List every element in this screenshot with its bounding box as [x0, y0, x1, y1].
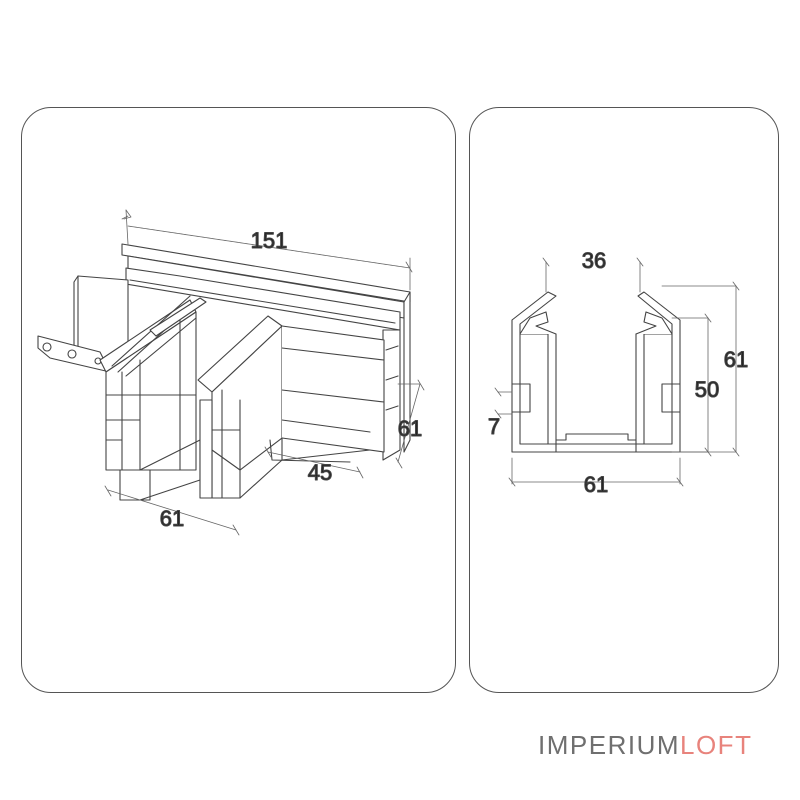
brand-logo: IMPERIUMLOFT [538, 732, 752, 758]
left-dimension-lines [104, 209, 425, 536]
dim-inner-height: 50 [695, 377, 719, 402]
right-dimension-lines [494, 257, 740, 487]
dim-opening: 36 [582, 248, 606, 273]
brand-part-loft: LOFT [680, 730, 753, 760]
dim-left-height: 61 [398, 416, 422, 441]
brand-part-imperium: IMPERIUM [538, 730, 680, 760]
dim-branch-length: 45 [308, 460, 332, 485]
dim-total-height: 61 [724, 347, 748, 372]
dim-top-length: 151 [251, 228, 288, 253]
dim-slot: 7 [488, 414, 500, 439]
profile-cross-section [511, 291, 681, 453]
dim-width: 61 [584, 472, 608, 497]
cross-section-panel [469, 107, 779, 693]
t-connector-isometric [37, 243, 411, 501]
dim-front-width: 61 [160, 506, 184, 531]
